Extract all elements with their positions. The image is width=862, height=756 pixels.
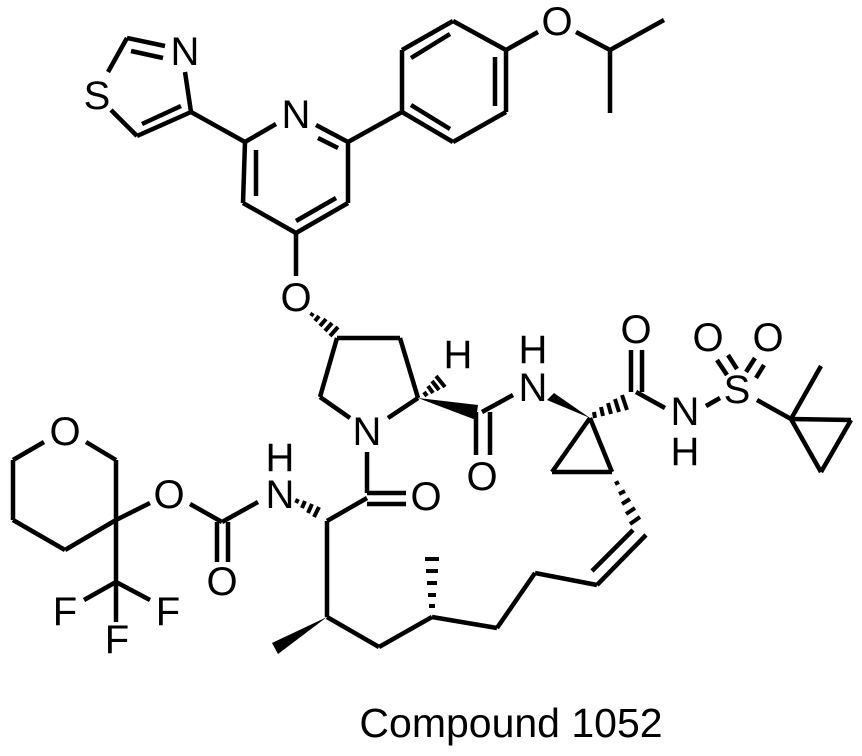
atom-thiazole-n: N bbox=[171, 30, 200, 74]
proline-acyl: O bbox=[325, 452, 442, 523]
atom-f2: F bbox=[156, 590, 180, 634]
atom-carbamate-h: H bbox=[266, 436, 295, 480]
atom-amide2-o: O bbox=[620, 308, 651, 352]
carbamate: N H O O bbox=[114, 436, 321, 604]
atom-sulfonyl-s: S bbox=[724, 368, 751, 412]
atom-ether-o: O bbox=[280, 276, 311, 320]
atom-sulfonyl-o2: O bbox=[752, 316, 783, 360]
atom-carbamate-n: N bbox=[266, 473, 295, 517]
atom-pyrrolidine-n: N bbox=[353, 410, 382, 454]
atom-oxane-o: O bbox=[49, 410, 80, 454]
bond-thiazole-pyridine bbox=[189, 110, 247, 144]
atom-amide1-n: N bbox=[519, 366, 548, 410]
atom-isopropoxy-o: O bbox=[541, 0, 572, 44]
isopropoxy-group: O bbox=[504, 0, 666, 113]
chemical-structure-diagram: S N N O O bbox=[10, 0, 853, 662]
atom-f1: F bbox=[53, 590, 77, 634]
atom-carbamate-o-carbonyl: O bbox=[206, 560, 237, 604]
atom-f3: F bbox=[105, 618, 129, 662]
atom-thiazole-s: S bbox=[84, 74, 111, 118]
macrocycle-chain bbox=[272, 521, 648, 654]
oxane-ring: O bbox=[10, 410, 119, 552]
atom-amide1-h: H bbox=[519, 328, 548, 372]
atom-amide1-o: O bbox=[466, 455, 497, 499]
atom-proline-amide-o: O bbox=[410, 475, 441, 519]
cyclopropane-1 bbox=[550, 394, 642, 526]
acylsulfonamide: O N H S O O bbox=[620, 308, 793, 474]
trifluoromethyl: F F F bbox=[53, 520, 180, 662]
bond-pyridine-phenyl bbox=[346, 110, 404, 144]
compound-caption: Compound 1052 bbox=[359, 700, 663, 746]
atom-sulfonamide-h: H bbox=[671, 430, 700, 474]
atom-sulfonamide-n: N bbox=[671, 390, 700, 434]
methylcyclopropyl bbox=[789, 364, 853, 474]
atom-carbamate-o-ester: O bbox=[153, 473, 184, 517]
pyrrolidine-ring: N H bbox=[309, 311, 478, 454]
thiazole-ring: S N bbox=[84, 30, 200, 139]
amide-1: O N H bbox=[466, 328, 590, 499]
pyridine-ring: N bbox=[240, 93, 351, 235]
atom-sulfonyl-o1: O bbox=[692, 316, 723, 360]
atom-pyrrolidine-h: H bbox=[444, 333, 473, 377]
phenyl-ring bbox=[399, 19, 509, 144]
atom-pyridine-n: N bbox=[282, 93, 311, 137]
